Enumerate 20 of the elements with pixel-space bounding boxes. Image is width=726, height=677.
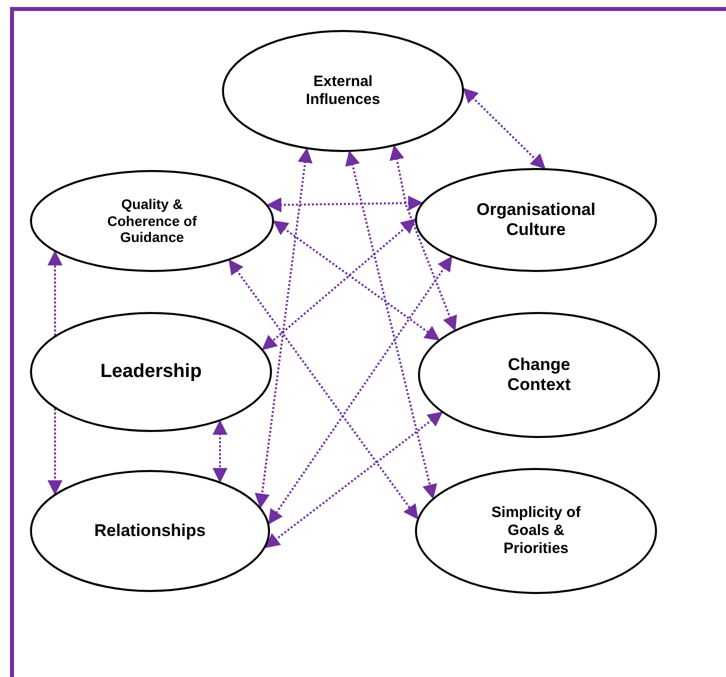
node-label: Leadership [100,360,202,384]
node-label: Quality & Coherence of Guidance [106,196,198,246]
arrow [462,88,546,170]
node-label: Change Context [506,354,572,396]
node-label: Relationships [94,520,206,542]
arrow [345,150,438,500]
arrow [212,420,228,483]
node-label: Organisational Culture [475,200,597,240]
arrow [272,220,440,341]
arrow [266,196,424,212]
arrow [48,408,62,496]
arrow [268,256,452,525]
arrow [264,412,443,548]
arrow [228,259,418,520]
node-label: Simplicity of Goals & Priorities [490,504,582,558]
node-label: External Influences [304,73,382,109]
arrow [390,144,457,332]
arrow [262,218,416,350]
arrow [48,250,62,336]
arrow [254,148,313,509]
